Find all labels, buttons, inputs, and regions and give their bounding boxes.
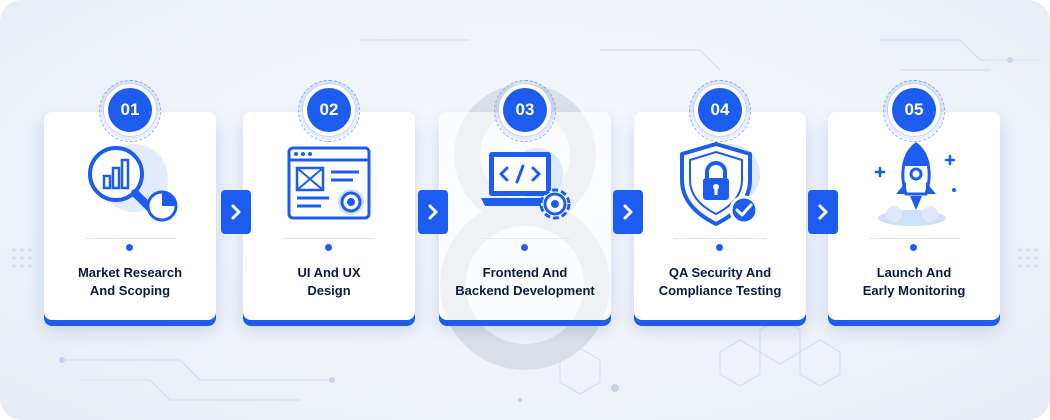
step-number-badge: 04	[698, 88, 742, 132]
badge-ring	[99, 80, 161, 142]
chevron-right-icon	[623, 204, 633, 220]
step-label-line-2: Early Monitoring	[862, 283, 966, 298]
divider-dot	[126, 244, 133, 251]
step-label-line-1: QA Security And	[668, 265, 772, 280]
next-arrow-connector	[808, 190, 838, 234]
wireframe-window-icon	[287, 146, 371, 220]
step-number-badge: 05	[892, 88, 936, 132]
divider-line	[479, 238, 571, 239]
divider-dot	[716, 244, 723, 251]
step-label: UI And UX Design	[249, 264, 409, 300]
step-label: QA Security And Compliance Testing	[640, 264, 800, 300]
next-arrow-connector	[221, 190, 251, 234]
step-label-line-2: Design	[307, 283, 351, 298]
shield-lock-check-icon	[680, 142, 760, 226]
step-label-line-2: Compliance Testing	[658, 283, 782, 298]
step-label-line-1: Frontend And	[482, 265, 568, 280]
step-5: 05 Launch And Early Monitoring	[828, 80, 1000, 328]
chevron-right-icon	[818, 204, 828, 220]
badge-ring	[298, 80, 360, 142]
step-card	[439, 112, 611, 320]
badge-ring	[494, 80, 556, 142]
step-number-badge: 02	[307, 88, 351, 132]
step-label-line-2: Backend Development	[455, 283, 595, 298]
divider-dot	[521, 244, 528, 251]
step-label: Market Research And Scoping	[50, 264, 210, 300]
divider-dot	[325, 244, 332, 251]
next-arrow-connector	[613, 190, 643, 234]
step-2: 02 UI And UX Design	[243, 80, 415, 328]
divider-line	[84, 238, 176, 239]
step-label-line-1: Launch And	[876, 265, 952, 280]
magnifier-chart-icon	[88, 144, 178, 222]
next-arrow-connector	[418, 190, 448, 234]
step-number-badge: 01	[108, 88, 152, 132]
badge-ring	[689, 80, 751, 142]
divider-line	[283, 238, 375, 239]
step-number-badge: 03	[503, 88, 547, 132]
rocket-launch-icon	[874, 142, 956, 226]
badge-ring	[883, 80, 945, 142]
chevron-right-icon	[428, 204, 438, 220]
step-label-line-2: And Scoping	[89, 283, 171, 298]
divider-dot	[910, 244, 917, 251]
laptop-code-gear-icon	[481, 148, 571, 220]
divider-line	[868, 238, 960, 239]
step-1: 01 Market Research And Scoping	[44, 80, 216, 328]
step-label: Launch And Early Monitoring	[834, 264, 994, 300]
step-4: 04 QA Security And Compliance Testing	[634, 80, 806, 328]
step-label-line-1: Market Research	[77, 265, 183, 280]
divider-line	[674, 238, 766, 239]
step-3: 03 Frontend And Backend Development	[439, 80, 611, 328]
step-label-line-1: UI And UX	[297, 265, 361, 280]
step-label: Frontend And Backend Development	[445, 264, 605, 300]
chevron-right-icon	[231, 204, 241, 220]
